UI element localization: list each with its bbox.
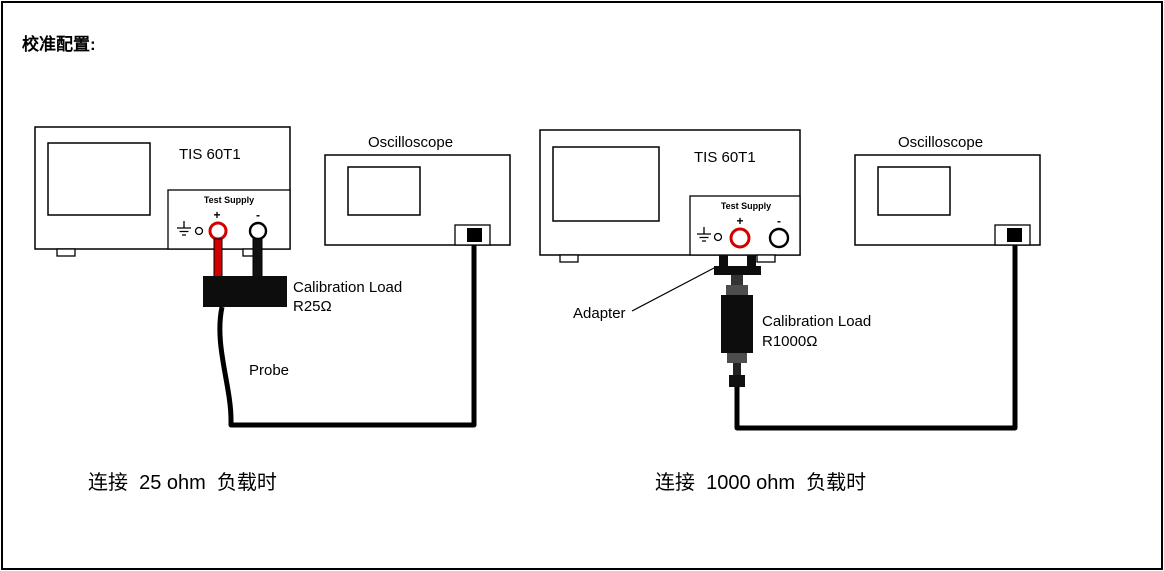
adapter-pin xyxy=(747,255,756,268)
calibration-load-25 xyxy=(203,276,287,307)
tis-label: TIS 60T1 xyxy=(179,146,241,163)
load-top-stem xyxy=(731,275,743,285)
test-supply-label: Test Supply xyxy=(204,195,254,205)
bnc-connector xyxy=(467,228,482,242)
bnc-connector xyxy=(1007,228,1022,242)
tis-screen xyxy=(552,146,660,222)
positive-terminal xyxy=(208,221,228,241)
adapter-bar xyxy=(714,266,761,275)
tis-device-right: TIS 60T1 Test Supply + - xyxy=(539,129,801,263)
adapter-pin xyxy=(719,255,728,268)
device-foot xyxy=(56,248,76,257)
ground-symbol-icon xyxy=(177,221,204,236)
negative-terminal xyxy=(248,221,268,241)
probe-label: Probe xyxy=(249,362,289,379)
adapter-callout-line xyxy=(631,267,715,312)
ground-terminal xyxy=(713,232,723,242)
load-name-label: Calibration Load xyxy=(293,279,402,296)
probe-cable xyxy=(217,243,477,428)
setup-25ohm: TIS 60T1 Test Supply + - Calibration Loa… xyxy=(34,126,511,494)
minus-label: - xyxy=(256,208,260,222)
plus-label: + xyxy=(736,214,743,228)
oscilloscope-left: Oscilloscope xyxy=(324,134,511,246)
ground-terminal xyxy=(194,226,204,236)
adapter-label: Adapter xyxy=(573,305,626,322)
calibration-load-1000 xyxy=(721,275,753,387)
red-lead xyxy=(213,238,223,279)
black-lead xyxy=(252,238,263,279)
tis-label: TIS 60T1 xyxy=(694,149,756,166)
load-value-label: R25Ω xyxy=(293,298,332,315)
test-supply-label: Test Supply xyxy=(721,201,771,211)
device-foot xyxy=(756,254,776,263)
minus-label: - xyxy=(777,214,781,228)
scope-cable xyxy=(734,243,1018,431)
load-name-label: Calibration Load xyxy=(762,313,871,330)
load-value-label: R1000Ω xyxy=(762,333,817,350)
caption-25ohm: 连接 25 ohm 负载时 xyxy=(88,471,277,494)
oscilloscope-label: Oscilloscope xyxy=(368,134,453,151)
load-top-nut xyxy=(726,285,748,295)
load-cable-plug xyxy=(729,375,745,387)
plus-label: + xyxy=(213,208,220,222)
adapter xyxy=(714,255,761,275)
oscilloscope-screen xyxy=(877,166,951,216)
caption-1000ohm: 连接 1000 ohm 负载时 xyxy=(655,471,866,494)
negative-terminal xyxy=(768,227,790,249)
page-title: 校准配置: xyxy=(22,34,96,54)
setup-1000ohm: TIS 60T1 Test Supply + - Adapter xyxy=(539,129,1041,494)
load-bottom-nut xyxy=(727,353,747,363)
oscilloscope-right: Oscilloscope xyxy=(854,134,1041,246)
device-foot xyxy=(559,254,579,263)
oscilloscope-screen xyxy=(347,166,421,216)
oscilloscope-label: Oscilloscope xyxy=(898,134,983,151)
ground-symbol-icon xyxy=(697,227,723,242)
load-bottom-stem xyxy=(733,363,741,375)
test-supply-panel xyxy=(167,189,291,250)
tis-device-left: TIS 60T1 Test Supply + - xyxy=(34,126,291,257)
positive-terminal xyxy=(729,227,751,249)
load-body xyxy=(721,295,753,353)
tis-screen xyxy=(47,142,151,216)
